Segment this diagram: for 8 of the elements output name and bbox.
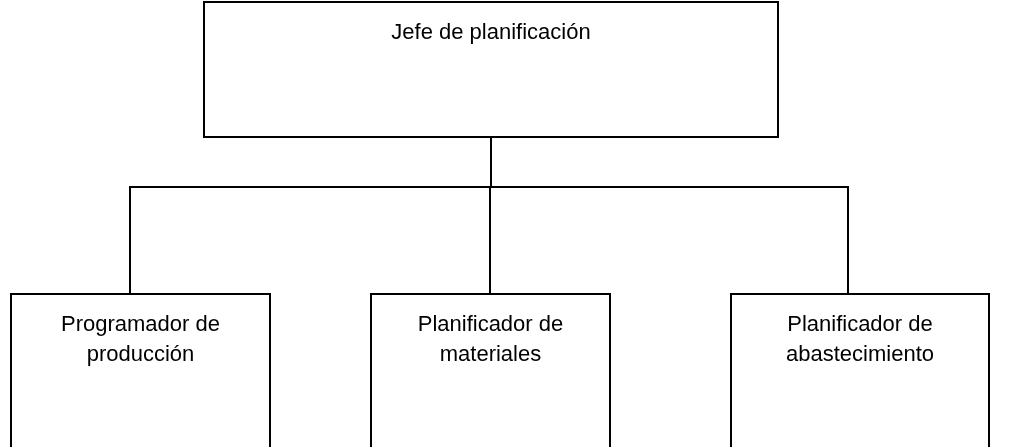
org-box: [10, 293, 271, 447]
role-title: Planificador de abastecimiento: [785, 310, 935, 368]
org-box: [370, 293, 611, 447]
org-box: [203, 1, 779, 138]
role-title: Planificador de materiales: [416, 310, 565, 368]
role-title: Programador de producción: [60, 310, 221, 368]
org-box: [730, 293, 990, 447]
role-title: Jefe de planificación: [391, 18, 591, 46]
